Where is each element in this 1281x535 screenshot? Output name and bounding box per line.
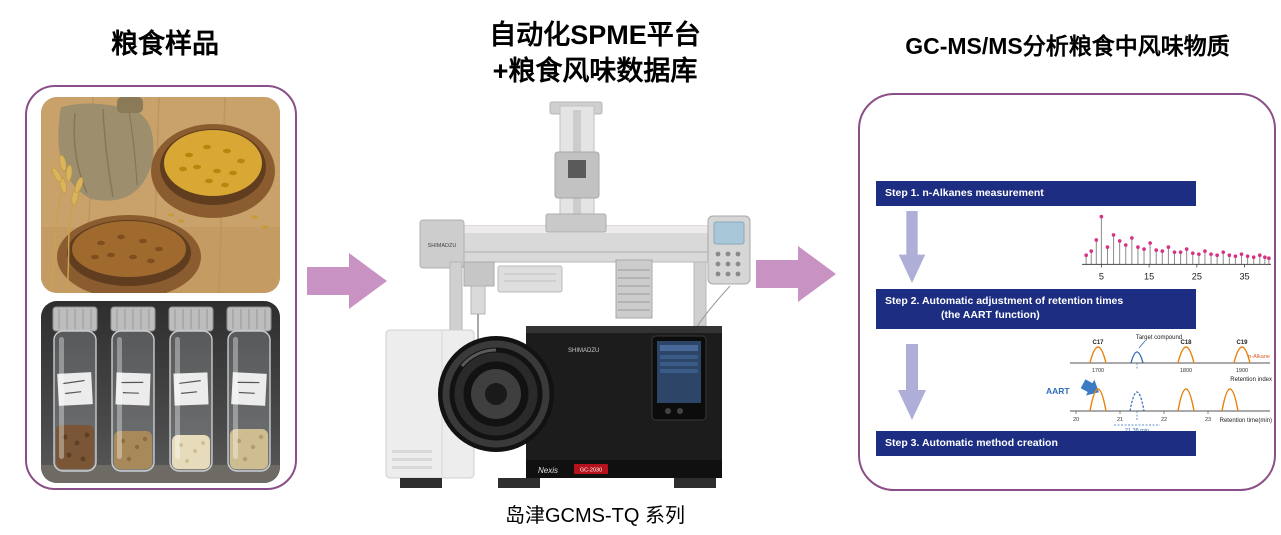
aart-arrow-icon: [1080, 379, 1099, 396]
body-brand-label: SHIMADZU: [568, 348, 599, 354]
body-model-number-label: GC-2030: [580, 468, 602, 474]
time-tick-22: 22: [1161, 417, 1167, 423]
rail-brand-label: SHIMADZU: [428, 243, 457, 249]
step3-label: Step 3. Automatic method creation: [885, 436, 1058, 449]
index-tick-1700: 1700: [1092, 368, 1104, 374]
time-tick-20: 20: [1073, 417, 1079, 423]
body-model-label: Nexis: [538, 466, 558, 475]
alkane-label-c19: C19: [1236, 340, 1248, 346]
aart-diagram: Target compound C17 C18 C19 n-Alkane 170…: [1046, 335, 1272, 433]
target-compound-label: Target compound: [1136, 335, 1182, 341]
n-alkanes-chromatogram: 5 15 25 35: [1082, 214, 1271, 282]
flow-arrow-2: [756, 246, 836, 302]
analysis-title: GC-MS/MS分析粮食中风味物质: [905, 33, 1230, 59]
samples-title: 粮食样品: [111, 29, 219, 59]
alkane-label-c17: C17: [1092, 340, 1104, 346]
analysis-box: Step 1. n-Alkanes measurement 5 15 25 35…: [858, 93, 1276, 491]
time-tick-23: 23: [1205, 417, 1211, 423]
chromatogram-tick-4: 35: [1239, 272, 1249, 282]
n-alkane-label: n-Alkane: [1248, 354, 1270, 360]
gcms-instrument: SHIMADZU: [378, 100, 763, 495]
platform-title-line1: 自动化SPME平台: [489, 20, 701, 50]
chromatogram-tick-3: 25: [1192, 272, 1202, 282]
step2-label: Step 2. Automatic adjustment of retentio…: [885, 295, 1124, 308]
down-arrow-2: [898, 341, 926, 423]
step2-banner: Step 2. Automatic adjustment of retentio…: [876, 289, 1196, 329]
instrument-caption: 岛津GCMS-TQ 系列: [505, 505, 685, 527]
vials-photo: [41, 301, 280, 483]
step1-label: Step 1. n-Alkanes measurement: [885, 186, 1044, 199]
flow-arrow-1: [307, 253, 387, 309]
aart-label: AART: [1046, 386, 1070, 396]
grain-photo-illustration: [41, 97, 280, 293]
vials-photo-illustration: [41, 301, 280, 483]
platform-title-line2: +粮食风味数据库: [492, 56, 698, 86]
gcms-instrument-illustration: SHIMADZU: [385, 101, 751, 488]
retention-time-label: Retention time(min): [1220, 418, 1272, 424]
retention-index-label: Retention index: [1230, 377, 1272, 383]
time-tick-21: 21: [1117, 417, 1123, 423]
step2-sublabel: (the AART function): [941, 309, 1040, 321]
step1-banner: Step 1. n-Alkanes measurement: [876, 181, 1196, 206]
chromatogram-peaks: [1084, 214, 1271, 265]
chromatogram-tick-2: 15: [1144, 272, 1154, 282]
index-tick-1900: 1900: [1236, 368, 1248, 374]
samples-box: [25, 85, 297, 490]
alkane-label-c18: C18: [1180, 340, 1192, 346]
step3-banner: Step 3. Automatic method creation: [876, 431, 1196, 456]
index-tick-1800: 1800: [1180, 368, 1192, 374]
down-arrow-1: [898, 211, 926, 283]
chromatogram-tick-1: 5: [1099, 272, 1104, 282]
grain-photo: [41, 97, 280, 293]
aart-annotation: 21.38 min: [1125, 428, 1149, 433]
